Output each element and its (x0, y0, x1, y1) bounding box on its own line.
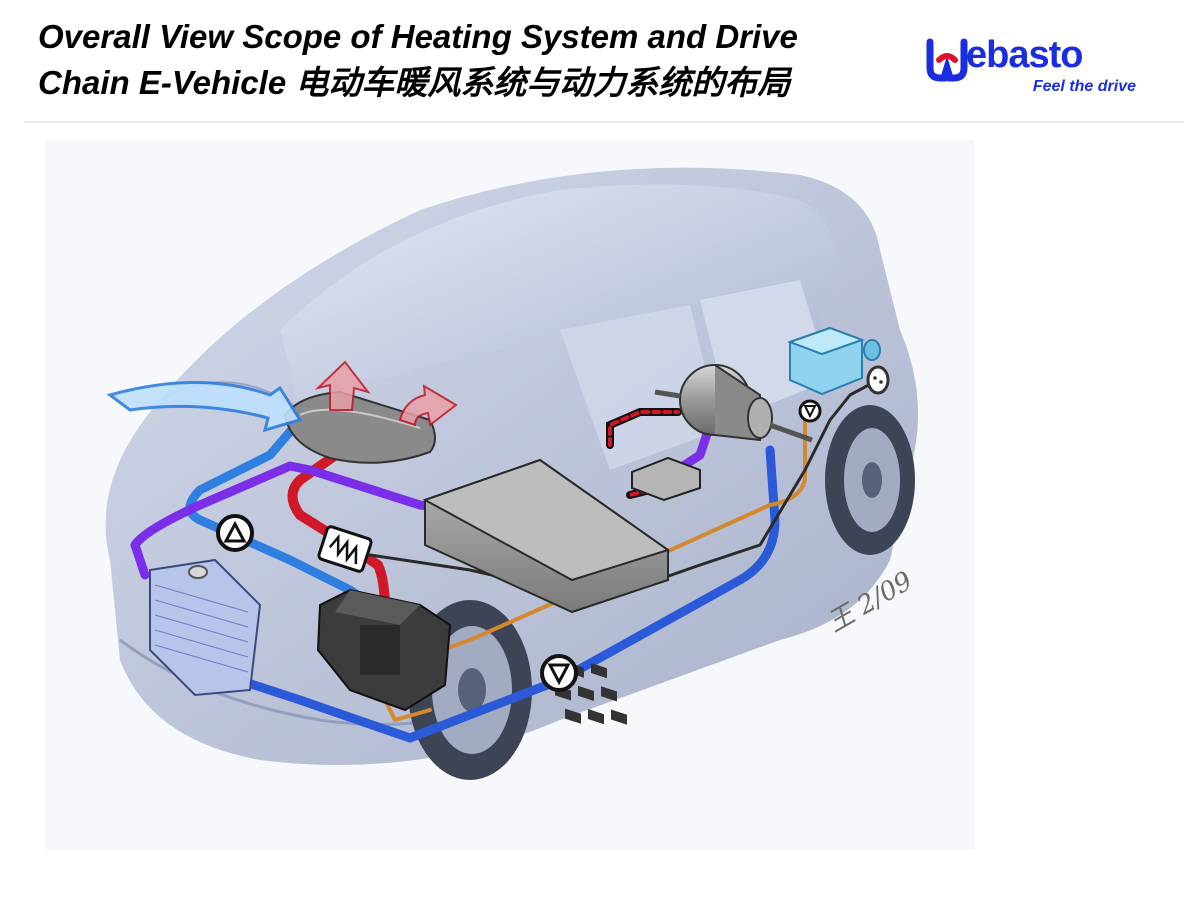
car-body (105, 167, 919, 765)
vehicle-heating-system-illustration: 王 2/09 (45, 140, 975, 850)
page-title: Overall View Scope of Heating System and… (38, 14, 898, 106)
coolant-pump-rear-icon (798, 399, 822, 423)
webasto-w-mark-icon (926, 38, 968, 82)
coolant-pump-bottom-icon (540, 654, 578, 692)
coolant-pump-front-icon (216, 514, 254, 552)
logo-wordmark: ebasto (966, 34, 1083, 76)
webasto-logo: ebasto Feel the drive (922, 34, 1142, 104)
coolant-hot-loop (287, 447, 390, 617)
return-loop (240, 445, 780, 743)
header-divider (24, 121, 1184, 123)
heater-element-icon (317, 525, 373, 573)
electric-water-heater (316, 588, 452, 712)
rear-heat-exchanger (787, 326, 881, 396)
power-control-unit (631, 456, 701, 502)
title-line-2: Chain E-Vehicle 电动车暖风系统与动力系统的布局 (38, 64, 791, 101)
title-line-1: Overall View Scope of Heating System and… (38, 18, 798, 55)
radiator (149, 558, 262, 697)
electric-motor (654, 364, 813, 443)
logo-tagline: Feel the drive (1032, 78, 1136, 95)
fresh-air-arrow-icon (106, 381, 303, 433)
connector-plug-icon (866, 365, 890, 395)
rear-wheel (825, 405, 915, 555)
warm-air-arrow-icon (314, 360, 458, 427)
